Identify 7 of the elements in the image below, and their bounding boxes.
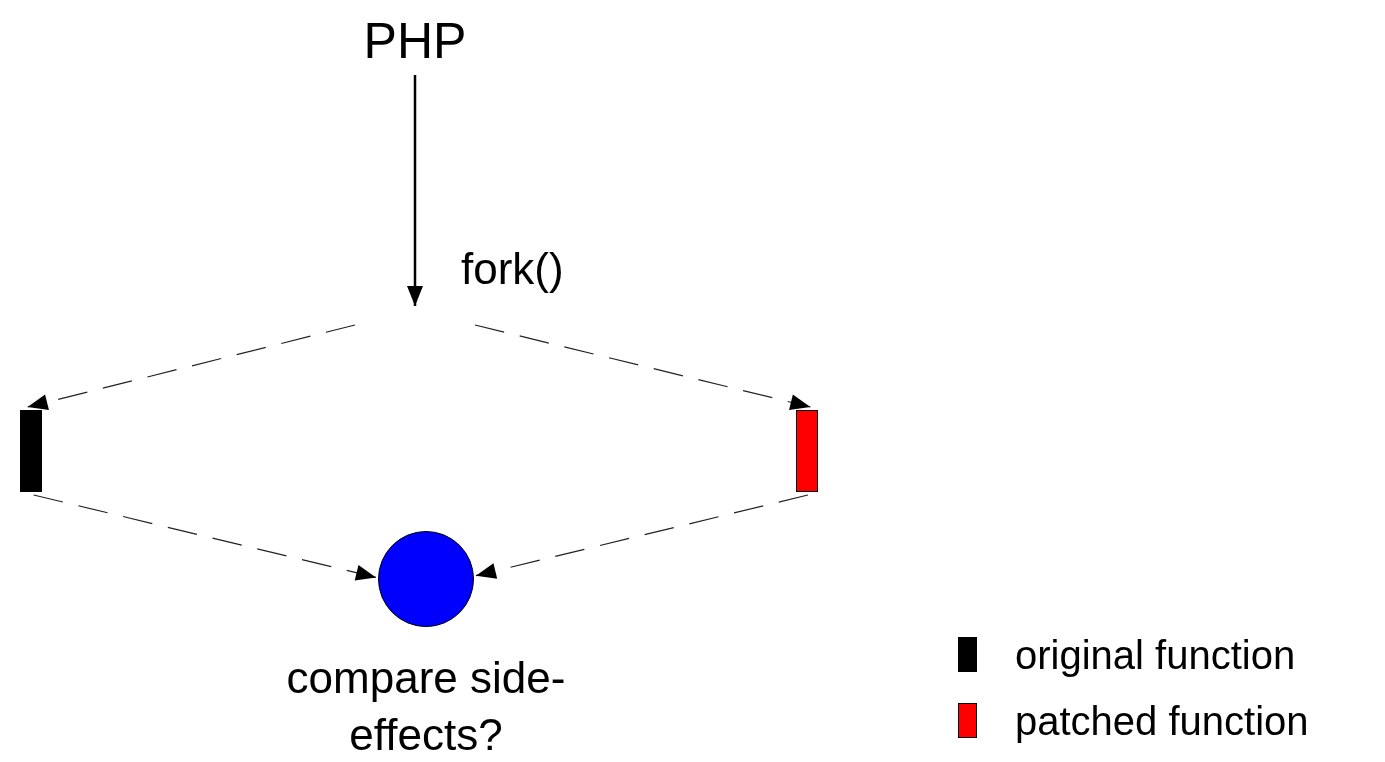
edge-label: fork() xyxy=(461,242,564,295)
node-caption: compare side-effects? xyxy=(286,652,566,761)
legend-label: patched function xyxy=(1015,698,1309,745)
function-bar xyxy=(20,410,42,492)
function-bar xyxy=(796,410,818,492)
node-label: PHP xyxy=(345,10,485,72)
legend-label: original function xyxy=(1015,632,1296,679)
